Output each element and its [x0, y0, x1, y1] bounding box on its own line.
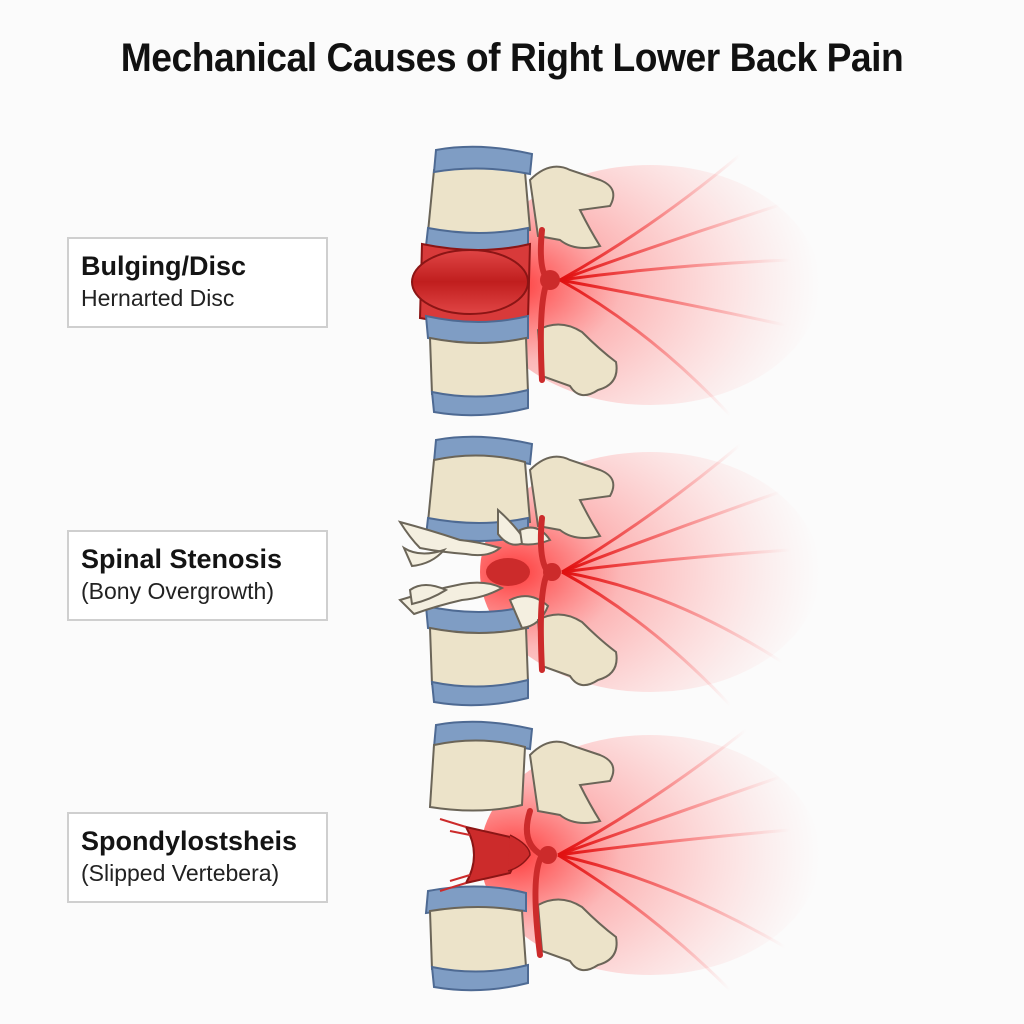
endplate-lower-top — [424, 604, 529, 634]
endplate-lower — [430, 388, 529, 417]
vertebra-body-upper — [426, 163, 532, 237]
pain-glow — [480, 452, 820, 692]
compressed-nerve-sac — [507, 834, 531, 872]
cause-name-spondylolisthesis: Spondylostsheis — [81, 826, 298, 856]
spondylolisthesis-illustration — [424, 720, 820, 992]
label-box-herniated-disc: Bulging/Disc Hernarted Disc — [67, 237, 328, 328]
diagram-title: Mechanical Causes of Right Lower Back Pa… — [120, 36, 904, 80]
bony-overgrowth — [397, 507, 552, 630]
nerve-compression-point — [543, 563, 561, 581]
torn-fibers — [439, 818, 471, 892]
cause-name-spinal-stenosis: Spinal Stenosis — [81, 544, 283, 574]
facet-upper — [528, 165, 615, 249]
panel-spondylolisthesis — [370, 715, 830, 1005]
herniated-disc-illustration — [411, 145, 820, 417]
endplate-upper — [432, 145, 534, 176]
cause-detail-herniated-disc: Hernarted Disc — [81, 285, 235, 311]
facet-upper — [528, 740, 615, 824]
facet-lower — [536, 898, 618, 972]
vertebra-body-lower — [428, 626, 530, 689]
endplate-lower — [430, 678, 529, 707]
spinal-stenosis-illustration — [397, 435, 820, 707]
pain-rays — [561, 443, 791, 707]
nerve-compression-point — [539, 846, 557, 864]
panel-herniated-disc — [370, 140, 830, 430]
nerve-compression-point — [540, 270, 560, 290]
cause-detail-spinal-stenosis: (Bony Overgrowth) — [81, 578, 275, 604]
cause-name-herniated-disc: Bulging/Disc — [81, 251, 247, 281]
label-box-spondylolisthesis: Spondylostsheis (Slipped Vertebera) — [67, 812, 328, 903]
vertebra-body-slipped — [428, 906, 528, 974]
pain-rays — [559, 153, 791, 417]
vertebra-body-upper — [426, 454, 532, 527]
facet-lower — [536, 613, 618, 687]
pain-glow — [480, 165, 820, 405]
facet-lower — [536, 323, 618, 397]
pain-rays — [557, 728, 791, 992]
vertebra-body-upper — [428, 739, 527, 812]
facet-upper — [528, 455, 615, 539]
narrowed-canal — [486, 558, 530, 586]
endplate-lower — [430, 963, 529, 992]
herniated-disc — [411, 249, 529, 315]
vertebra-body-lower — [428, 336, 530, 399]
label-box-spinal-stenosis: Spinal Stenosis (Bony Overgrowth) — [67, 530, 328, 621]
panel-spinal-stenosis — [370, 430, 830, 720]
cause-detail-spondylolisthesis: (Slipped Vertebera) — [81, 860, 280, 886]
